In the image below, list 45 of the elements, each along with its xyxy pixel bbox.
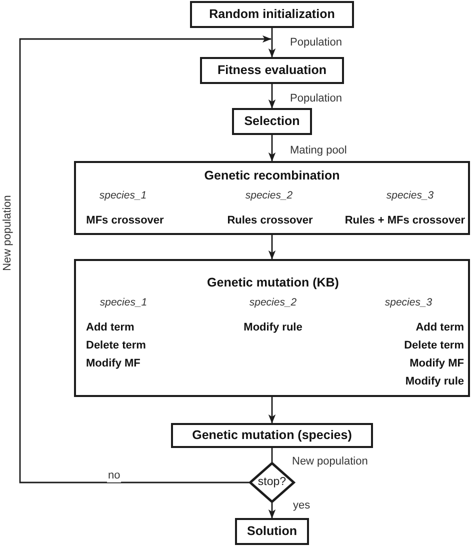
process-box bbox=[190, 1, 354, 28]
operator-label: Add term bbox=[416, 320, 464, 334]
arrow bbox=[268, 84, 276, 108]
species-label: species_2 bbox=[249, 296, 297, 310]
process-box bbox=[235, 518, 309, 545]
operator-label: Delete term bbox=[86, 338, 146, 352]
process-box bbox=[232, 108, 312, 135]
operator-label: Modify rule bbox=[244, 320, 302, 334]
edge-label: Population bbox=[289, 92, 343, 106]
species-label: species_3 bbox=[386, 190, 434, 202]
species-label: species_2 bbox=[245, 190, 293, 202]
edge-label: Population bbox=[289, 36, 343, 50]
operator-label: Rules + MFs crossover bbox=[344, 214, 465, 228]
panel-title: Genetic mutation (KB) bbox=[207, 275, 339, 290]
panel-title: Genetic recombination bbox=[204, 168, 340, 183]
arrow bbox=[268, 503, 276, 518]
arrow bbox=[268, 135, 276, 162]
operator-label: MFs crossover bbox=[86, 214, 164, 228]
operator-label: Delete term bbox=[404, 338, 464, 352]
decision-label: stop? bbox=[258, 476, 286, 490]
step-title: Random initialization bbox=[209, 7, 335, 22]
operator-label: Modify MF bbox=[410, 356, 464, 370]
step-title: Selection bbox=[244, 114, 300, 129]
species-label: species_1 bbox=[99, 190, 147, 202]
process-panel bbox=[74, 161, 470, 235]
arrow bbox=[268, 28, 276, 58]
connector-line bbox=[271, 448, 273, 462]
operator-label: Modify rule bbox=[405, 374, 464, 388]
arrow bbox=[268, 397, 276, 424]
operator-label: Add term bbox=[86, 320, 134, 334]
edge-label: New population bbox=[291, 455, 369, 469]
species-label: species_3 bbox=[384, 296, 432, 310]
arrow bbox=[19, 35, 272, 484]
step-title: Genetic mutation (species) bbox=[192, 428, 352, 443]
side-label: New population bbox=[1, 195, 15, 271]
edge-label: Mating pool bbox=[289, 144, 348, 158]
arrow bbox=[268, 235, 276, 260]
process-box bbox=[200, 57, 344, 84]
process-box bbox=[171, 423, 373, 448]
operator-label: Rules crossover bbox=[227, 214, 313, 228]
step-title: Fitness evaluation bbox=[217, 63, 327, 78]
step-title: Solution bbox=[247, 524, 297, 539]
operator-label: Modify MF bbox=[86, 356, 140, 370]
process-panel bbox=[74, 259, 470, 397]
species-label: species_1 bbox=[100, 296, 148, 310]
